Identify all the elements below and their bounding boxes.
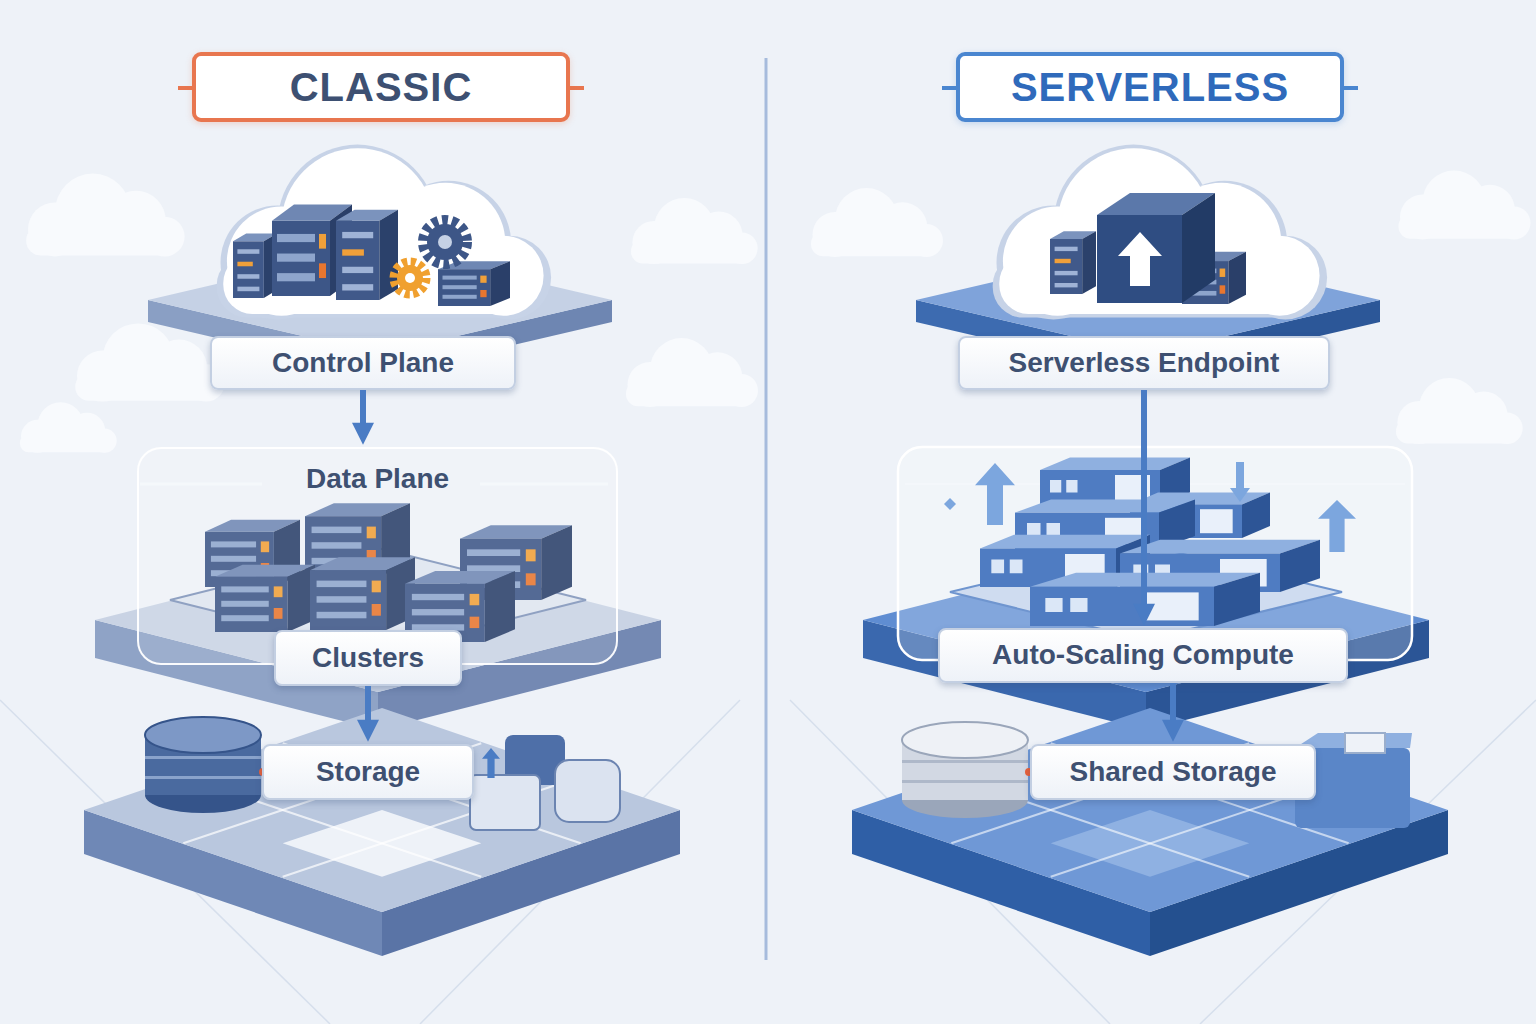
component-label: Clusters bbox=[274, 630, 462, 686]
flow-arrow bbox=[1141, 390, 1147, 606]
endpoint-cube-front bbox=[1097, 215, 1182, 303]
server-icon bbox=[233, 233, 277, 298]
gear-body bbox=[427, 224, 463, 260]
gear-hub bbox=[405, 273, 415, 283]
background-cloud bbox=[26, 174, 184, 257]
component-label: Serverless Endpoint bbox=[958, 336, 1330, 390]
gear-hub bbox=[438, 235, 452, 249]
database-band bbox=[902, 760, 1028, 763]
header-tick bbox=[942, 86, 956, 90]
cloud-outline bbox=[217, 145, 551, 320]
gear-teeth bbox=[394, 262, 426, 294]
scale-up-arrow bbox=[1318, 500, 1356, 552]
node-text: SERVERLESS bbox=[1011, 64, 1289, 110]
endpoint-cube-side bbox=[1182, 193, 1215, 303]
server-icon bbox=[1050, 231, 1096, 294]
component-label: Shared Storage bbox=[1030, 744, 1316, 800]
flow-arrow bbox=[1170, 683, 1176, 722]
background-cloud bbox=[1396, 378, 1523, 444]
column-header: CLASSIC bbox=[192, 52, 570, 122]
cloud-outline bbox=[993, 145, 1327, 320]
database-band bbox=[902, 780, 1028, 783]
upload-arrow bbox=[482, 748, 500, 778]
compute-node bbox=[1030, 573, 1260, 626]
scale-down-arrow bbox=[1230, 462, 1250, 502]
header-tick bbox=[1344, 86, 1358, 90]
node-text: Shared Storage bbox=[1070, 756, 1277, 788]
platform-top bbox=[852, 708, 1448, 912]
cloud bbox=[999, 148, 1319, 315]
background-cloud bbox=[1399, 171, 1531, 240]
database-top bbox=[145, 717, 261, 753]
background-cloud bbox=[631, 198, 758, 264]
header-tick bbox=[178, 86, 192, 90]
background-cloud bbox=[75, 323, 225, 401]
server-icon bbox=[336, 210, 398, 300]
plane-panel: Data PlaneClusters bbox=[137, 447, 618, 665]
background-cloud bbox=[20, 402, 117, 453]
storage-tab bbox=[1345, 733, 1385, 753]
gear-teeth bbox=[423, 220, 467, 264]
header-tick bbox=[570, 86, 584, 90]
background-cloud bbox=[626, 338, 758, 407]
node-text: CLASSIC bbox=[290, 64, 473, 110]
background-cloud bbox=[811, 188, 943, 257]
gear-body bbox=[397, 265, 423, 291]
column-header: SERVERLESS bbox=[956, 52, 1344, 122]
component-label: Storage bbox=[262, 744, 474, 800]
endpoint-arrow bbox=[1118, 232, 1162, 286]
database-band bbox=[145, 776, 261, 779]
storage-block bbox=[470, 775, 540, 830]
node-text: Clusters bbox=[312, 642, 424, 674]
scale-up-arrow bbox=[975, 463, 1015, 525]
node-text: Control Plane bbox=[272, 347, 454, 379]
sparkle bbox=[944, 498, 956, 510]
database-top bbox=[902, 722, 1028, 758]
node-text: Serverless Endpoint bbox=[1009, 347, 1280, 379]
platform-top bbox=[84, 708, 680, 912]
component-label: Control Plane bbox=[210, 336, 516, 390]
component-label: Auto-Scaling Compute bbox=[938, 628, 1348, 683]
storage-block bbox=[555, 760, 620, 822]
node-text: Storage bbox=[316, 756, 420, 788]
flow-arrow bbox=[360, 390, 366, 425]
flow-arrow bbox=[365, 686, 371, 722]
cloud bbox=[223, 148, 543, 315]
database-band bbox=[145, 756, 261, 759]
node-text: Auto-Scaling Compute bbox=[992, 639, 1294, 671]
node-text: Data Plane bbox=[306, 463, 449, 495]
divider-line bbox=[765, 58, 768, 960]
